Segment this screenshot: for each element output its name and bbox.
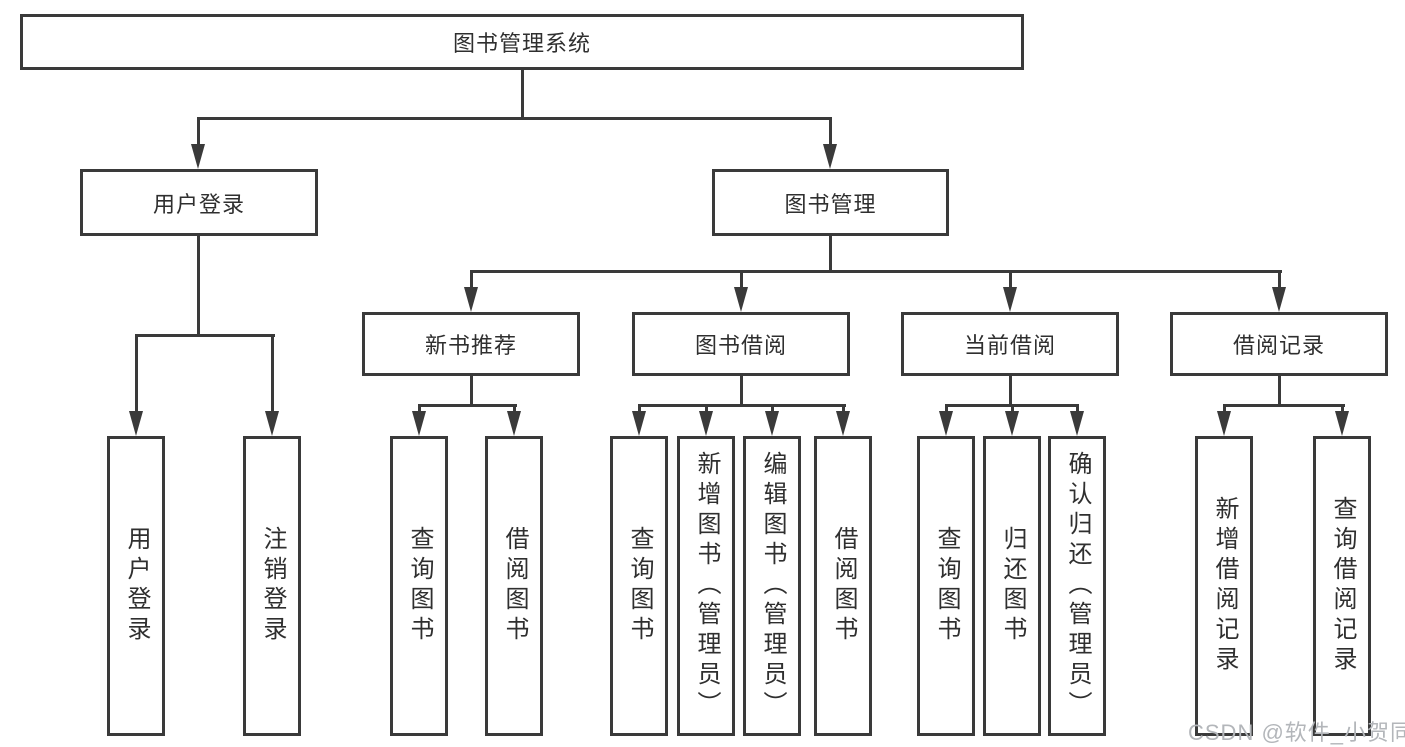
leaf-borrow-books-2: 借阅图书 [814,436,872,736]
leaf-query-borrow-record-label: 查询借阅记录 [1329,496,1356,676]
leaf-add-books-admin-label: 新增图书（管理员） [693,451,720,721]
arrow-down-icon [823,144,837,169]
leaf-confirm-return-admin: 确认归还（管理员） [1048,436,1106,736]
leaf-query-books-1-label: 查询图书 [406,526,433,646]
connector-stub [1009,270,1012,289]
arrow-down-icon [129,411,143,436]
connector-stub [638,404,641,413]
leaf-query-books-2: 查询图书 [610,436,668,736]
connector-horizontal [638,404,846,407]
node-user-login: 用户登录 [80,169,318,236]
connector-user-login-horizontal [135,334,275,337]
arrow-down-icon [1003,287,1017,312]
node-book-borrow: 图书借阅 [632,312,850,376]
connector-stub [740,270,743,289]
arrow-down-icon [734,287,748,312]
arrow-down-icon [265,411,279,436]
leaf-return-books: 归还图书 [983,436,1041,736]
arrow-down-icon [1070,411,1084,436]
connector-stub [418,404,421,413]
connector-stub [1341,404,1344,413]
connector-stub [705,404,708,413]
connector-horizontal [1223,404,1345,407]
leaf-return-books-label: 归还图书 [999,526,1026,646]
connector-root-horizontal [197,117,832,120]
arrow-down-icon [1217,411,1231,436]
node-new-book-recommend-label: 新书推荐 [424,333,517,358]
node-book-management-label: 图书管理 [784,191,877,217]
arrow-down-icon [191,144,205,169]
leaf-query-books-3: 查询图书 [917,436,975,736]
arrow-down-icon [836,411,850,436]
arrow-down-icon [1335,411,1349,436]
connector-stub [1223,404,1226,413]
leaf-user-login: 用户登录 [107,436,165,736]
connector-vertical [1009,374,1012,407]
leaf-confirm-return-admin-label: 确认归还（管理员） [1064,451,1091,721]
node-book-management: 图书管理 [712,169,949,236]
leaf-edit-books-admin-label: 编辑图书（管理员） [759,451,786,721]
leaf-borrow-books-1-label: 借阅图书 [501,526,528,646]
arrow-down-icon [1005,411,1019,436]
node-borrow-records: 借阅记录 [1170,312,1388,376]
leaf-borrow-books-1: 借阅图书 [485,436,543,736]
arrow-down-icon [765,411,779,436]
node-current-borrow-label: 当前借阅 [963,333,1056,358]
node-current-borrow: 当前借阅 [901,312,1119,376]
connector-stub [1011,404,1014,413]
connector-vertical [740,374,743,407]
leaf-query-books-2-label: 查询图书 [626,526,653,646]
arrow-down-icon [1272,287,1286,312]
connector-stub [1076,404,1079,413]
connector-stub [829,117,832,147]
connector-stub [842,404,845,413]
arrow-down-icon [412,411,426,436]
connector-vertical [470,374,473,407]
arrow-down-icon [507,411,521,436]
arrow-down-icon [632,411,646,436]
connector-stub [470,270,473,289]
leaf-query-books-1: 查询图书 [390,436,448,736]
connector-stub [513,404,516,413]
connector-stub [1278,270,1281,289]
leaf-logout-label: 注销登录 [259,526,286,646]
connector-stub [271,334,274,413]
connector-stub [135,334,138,413]
arrow-down-icon [939,411,953,436]
node-user-login-label: 用户登录 [152,191,245,217]
connector-stub [771,404,774,413]
arrow-down-icon [699,411,713,436]
leaf-edit-books-admin: 编辑图书（管理员） [743,436,801,736]
leaf-logout: 注销登录 [243,436,301,736]
connector-stub [945,404,948,413]
leaf-add-books-admin: 新增图书（管理员） [677,436,735,736]
leaf-query-borrow-record: 查询借阅记录 [1313,436,1371,736]
connector-stub [197,117,200,147]
node-root-label: 图书管理系统 [452,31,591,56]
leaf-borrow-books-2-label: 借阅图书 [830,526,857,646]
leaf-user-login-label: 用户登录 [123,526,150,646]
node-book-borrow-label: 图书借阅 [694,333,787,358]
arrow-down-icon [464,287,478,312]
leaf-add-borrow-record-label: 新增借阅记录 [1211,496,1238,676]
node-borrow-records-label: 借阅记录 [1232,333,1325,358]
leaf-query-books-3-label: 查询图书 [933,526,960,646]
csdn-watermark: CSDN @软件_小贺同学 [1188,720,1405,745]
connector-root-vertical [521,67,524,119]
node-new-book-recommend: 新书推荐 [362,312,580,376]
connector-book-mgmt-horizontal [470,270,1282,273]
connector-book-mgmt-vertical [829,234,832,273]
connector-vertical [1278,374,1281,407]
connector-user-login-vertical [197,234,200,337]
leaf-add-borrow-record: 新增借阅记录 [1195,436,1253,736]
connector-horizontal [418,404,517,407]
node-root: 图书管理系统 [20,14,1024,70]
